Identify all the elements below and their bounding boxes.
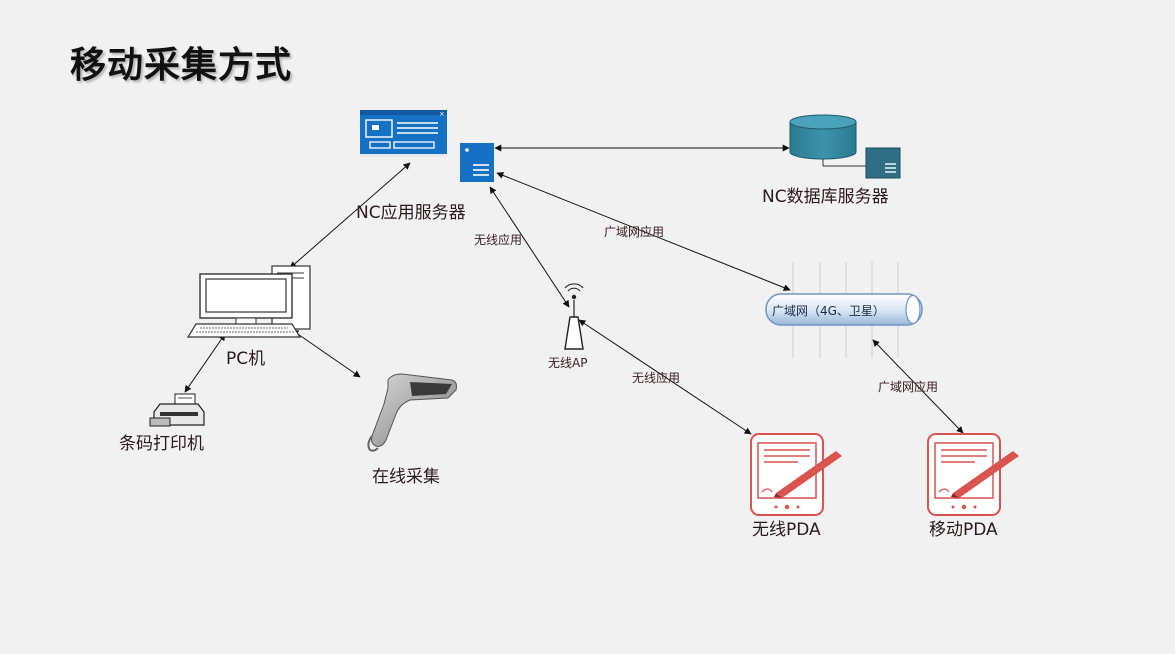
desktop-computer-icon <box>186 265 311 338</box>
database-icon <box>789 114 901 179</box>
pda-tablet-icon-2 <box>927 433 1019 516</box>
edge-pc-scanner <box>291 329 361 378</box>
printer-icon <box>149 393 205 427</box>
label-nc-db-server: NC数据库服务器 <box>762 187 889 207</box>
edge-app-wan <box>496 172 791 291</box>
edge-label-server-wan: 广域网应用 <box>604 225 665 239</box>
pda-tablet-icon <box>750 433 842 516</box>
server-tower-icon <box>460 143 494 182</box>
svg-text:×: × <box>439 110 445 118</box>
label-online-collect: 在线采集 <box>372 467 440 487</box>
label-nc-app-server: NC应用服务器 <box>356 203 466 223</box>
edge-app-pc <box>289 162 411 269</box>
server-window-icon: × <box>360 110 447 157</box>
wireless-ap-icon <box>564 283 584 350</box>
edge-label-ap-pda: 无线应用 <box>632 371 681 385</box>
label-pc: PC机 <box>226 349 266 369</box>
edge-wan-pda <box>872 339 964 434</box>
connections <box>184 144 964 435</box>
page-title: 移动采集方式 <box>70 45 293 86</box>
label-mobile-pda: 移动PDA <box>929 520 998 540</box>
edge-label-wan-pda: 广域网应用 <box>878 380 939 394</box>
label-barcode-printer: 条码打印机 <box>119 434 204 454</box>
label-wan: 广域网（4G、卫星） <box>772 304 885 318</box>
barcode-scanner-icon <box>367 373 457 452</box>
label-wireless-ap: 无线AP <box>548 356 588 370</box>
edge-pc-printer <box>184 333 226 393</box>
edge-ap-pda <box>578 319 752 435</box>
wan-pipe <box>765 262 923 358</box>
label-wireless-pda: 无线PDA <box>752 520 821 540</box>
edge-label-server-ap: 无线应用 <box>474 233 523 247</box>
